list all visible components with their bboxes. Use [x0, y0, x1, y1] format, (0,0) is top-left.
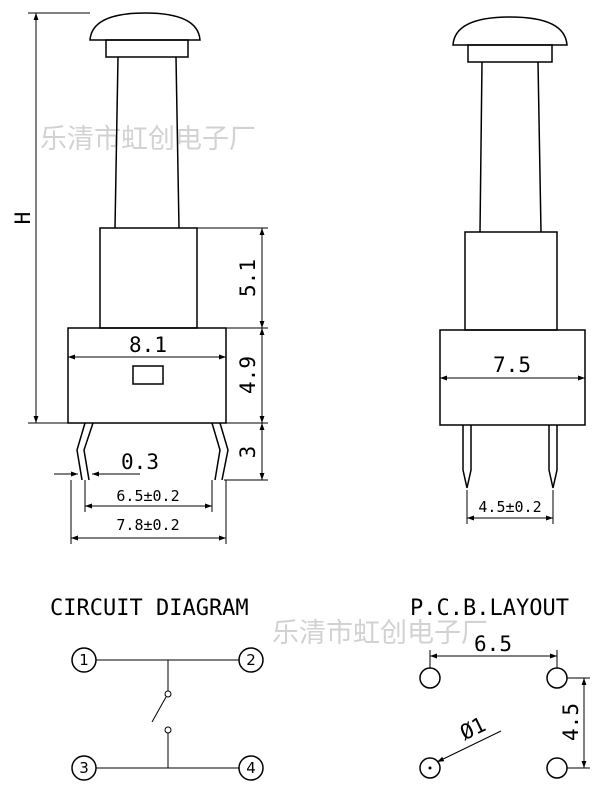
pcb-hole-3 [419, 757, 441, 779]
watermark-top: 乐清市虹创电子厂 [40, 124, 256, 155]
front-upper-housing [464, 231, 558, 331]
front-cap-collar [467, 44, 553, 63]
pcb-dim-hole-label: Ø1 [456, 712, 489, 745]
pcb-hole-leader [436, 730, 502, 763]
side-upper-housing [99, 227, 198, 329]
dim-7-8-label: 7.8±0.2 [116, 516, 179, 534]
side-body [67, 327, 227, 424]
circuit-title: CIRCUIT DIAGRAM [50, 596, 249, 621]
pcb-dim-6-5-label: 6.5 [474, 632, 512, 656]
circuit-pin-2-label: 2 [246, 651, 256, 669]
front-view: 7.5 4.5±0.2 [439, 16, 586, 524]
dim-3-label: 3 [236, 446, 260, 459]
circuit-pin-3-label: 3 [79, 759, 89, 777]
dim-4-5-front-label: 4.5±0.2 [478, 498, 541, 516]
pcb-hole-2 [546, 667, 568, 689]
side-cap [89, 12, 201, 41]
side-cap-collar [105, 39, 189, 58]
pcb-dim-4-5-label: 4.5 [559, 703, 583, 741]
circuit-pin-1-label: 1 [79, 651, 89, 669]
side-stem [114, 56, 180, 229]
dim-7-5-label: 7.5 [493, 353, 531, 377]
watermark-bottom: 乐清市虹创电子厂 [272, 618, 488, 649]
dim-h-label: H [11, 212, 35, 225]
side-pin-left [76, 422, 94, 481]
side-body-window [132, 365, 164, 385]
circuit-pin-4-label: 4 [246, 759, 256, 777]
front-cap [452, 16, 568, 46]
dim-5-1-label: 5.1 [236, 259, 260, 297]
pcb-title: P.C.B.LAYOUT [410, 596, 569, 621]
side-view: H 5.1 4.9 3 8.1 0.3 6.5±0.2 7.8±0.2 [11, 12, 268, 544]
dim-6-5-label: 6.5±0.2 [116, 487, 179, 505]
dim-0-3-label: 0.3 [121, 450, 159, 474]
dim-4-9-label: 4.9 [236, 356, 260, 394]
pcb-hole-1 [419, 667, 441, 689]
front-pin-right [548, 425, 558, 489]
pcb-hole-4 [546, 757, 568, 779]
dim-8-1-label: 8.1 [129, 333, 167, 357]
circuit-switch-lever [151, 696, 167, 723]
side-pin-right [211, 422, 229, 481]
front-stem [479, 61, 542, 233]
circuit-diagram: CIRCUIT DIAGRAM 1 2 3 4 [50, 596, 264, 781]
front-pin-left [462, 425, 472, 489]
